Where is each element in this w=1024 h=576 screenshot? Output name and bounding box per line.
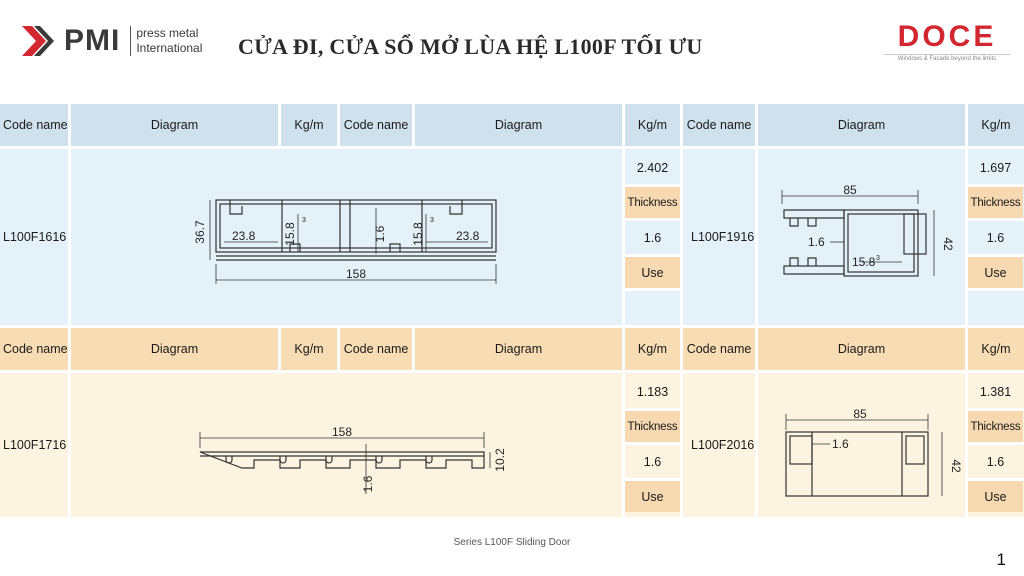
col-header-kgm: Kg/m: [981, 342, 1011, 356]
kgm-value: 2.402: [636, 160, 669, 175]
use-label: Use: [968, 257, 1023, 288]
dim-inner: 15.8: [852, 255, 876, 269]
dim-inner-right: 15.8: [411, 222, 425, 246]
pmi-wordmark: PMI: [64, 24, 121, 57]
code-cell: L100F1616: [3, 230, 67, 244]
page-number: 1: [996, 550, 1006, 569]
thickness-label: Thickness: [625, 411, 680, 442]
col-header-kgm: Kg/m: [294, 118, 324, 132]
dim-height: 42: [941, 237, 955, 251]
pmi-line1: press metal: [136, 26, 199, 40]
pmi-chevron-icon: [22, 26, 54, 56]
table-header-row: Code name Diagram Kg/m Code name Diagram…: [0, 328, 1024, 370]
profile-diagram-l100f1916: 85 1.6 42 15.8 3: [781, 183, 955, 277]
col-header-diagram: Diagram: [494, 342, 543, 356]
kgm-value: 1.697: [979, 160, 1012, 175]
col-header-code-name: Code name: [343, 342, 409, 356]
col-header-code-name: Code name: [3, 118, 68, 132]
col-header-kgm: Kg/m: [637, 118, 668, 132]
dim-wall: 1.6: [361, 475, 375, 492]
kgm-column: 2.402 Thickness 1.6 Use: [625, 149, 680, 325]
col-header-kgm: Kg/m: [637, 342, 668, 356]
pmi-line2: International: [136, 41, 203, 55]
col-header-code-name: Code name: [343, 118, 409, 132]
pmi-logo: PMI press metal International: [22, 24, 202, 58]
thickness-label: Thickness: [968, 187, 1023, 218]
use-label: Use: [625, 257, 680, 288]
col-header-kgm: Kg/m: [294, 342, 324, 356]
thickness-value: 1.6: [986, 454, 1005, 469]
dim-right: 23.8: [456, 229, 480, 243]
pmi-subtitle: press metal International: [130, 26, 202, 56]
table-header-row: Code name Diagram Kg/m Code name Diagram…: [0, 104, 1024, 146]
col-header-diagram: Diagram: [150, 118, 199, 132]
dim-height: 36.7: [193, 220, 207, 244]
col-header-kgm: Kg/m: [981, 118, 1011, 132]
kgm-column: 1.381 Thickness 1.6 Use: [968, 373, 1024, 517]
dim-height: 42: [949, 459, 963, 473]
footer-series: Series L100F Sliding Door: [453, 537, 571, 548]
dim-width: 158: [346, 267, 366, 281]
profile-diagram-l100f2016: 85 1.6 42: [785, 407, 963, 497]
thickness-value: 1.6: [643, 230, 662, 245]
dim-wall: 1.6: [808, 235, 825, 249]
dim-wall: 1.6: [832, 437, 849, 451]
use-label: Use: [625, 481, 680, 512]
doce-divider: [884, 54, 1010, 55]
code-cell: L100F1716: [3, 438, 67, 452]
col-header-diagram: Diagram: [837, 342, 886, 356]
profile-diagram-l100f1716: 158 10.2 1.6: [199, 425, 507, 494]
doce-logo: DOCE Windows & Facade beyond the limits: [882, 22, 1012, 64]
col-header-diagram: Diagram: [837, 118, 886, 132]
table-block-bottom: Code name Diagram Kg/m Code name Diagram…: [0, 328, 1024, 517]
kgm-value: 1.381: [979, 384, 1012, 399]
dim-wall: 1.6: [373, 225, 387, 242]
kgm-column: 1.183 Thickness 1.6 Use: [625, 373, 680, 517]
table-block-top: Code name Diagram Kg/m Code name Diagram…: [0, 104, 1024, 325]
thickness-label: Thickness: [625, 187, 680, 218]
thickness-value: 1.6: [643, 454, 662, 469]
dim-width: 85: [853, 407, 867, 421]
page-title: CỬA ĐI, CỬA SỔ MỞ LÙA HỆ L100F TỐI ƯU: [238, 34, 703, 59]
code-cell: L100F2016: [691, 438, 755, 452]
kgm-column: 1.697 Thickness 1.6 Use: [968, 149, 1024, 325]
dim-width: 158: [332, 425, 352, 439]
dim-left: 23.8: [232, 229, 256, 243]
table-row: L100F1616 L100F1916: [0, 149, 1024, 325]
thickness-label: Thickness: [968, 411, 1023, 442]
doce-tagline: Windows & Facade beyond the limits: [897, 56, 997, 62]
col-header-code-name: Code name: [686, 118, 752, 132]
table-row: L100F1716 L100F2016: [0, 373, 1024, 517]
col-header-diagram: Diagram: [150, 342, 199, 356]
use-label: Use: [968, 481, 1023, 512]
dim-sup-left: 3: [302, 217, 306, 224]
profile-diagram-l100f1616: 36.7 23.8 15.8 3 1.6 15.8 3 23.8 158: [193, 199, 497, 284]
dim-inner-left: 15.8: [283, 222, 297, 246]
thickness-value: 1.6: [986, 230, 1005, 245]
dim-width: 85: [843, 183, 857, 197]
col-header-code-name: Code name: [686, 342, 752, 356]
dim-sup: 3: [876, 255, 880, 262]
doce-wordmark: DOCE: [897, 20, 997, 53]
col-header-code-name: Code name: [3, 342, 68, 356]
col-header-diagram: Diagram: [494, 118, 543, 132]
dim-sup-right: 3: [430, 217, 434, 224]
dim-height: 10.2: [493, 448, 507, 472]
code-cell: L100F1916: [691, 230, 755, 244]
kgm-value: 1.183: [636, 384, 669, 399]
